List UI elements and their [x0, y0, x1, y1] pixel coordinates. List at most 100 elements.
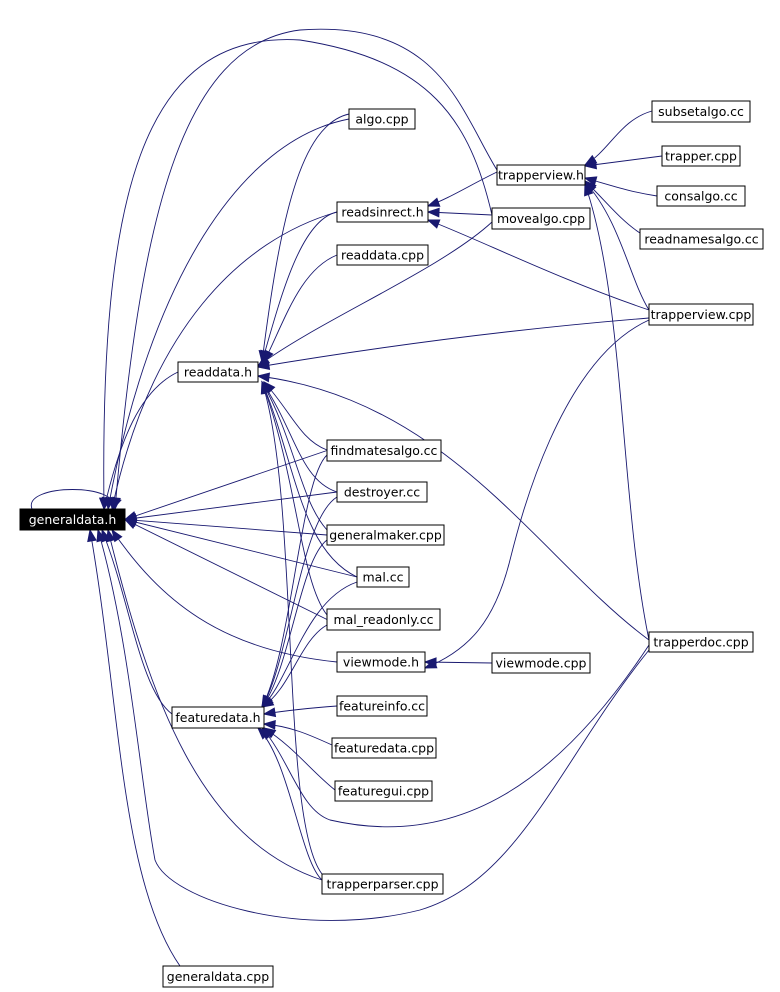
node-label: readdata.cpp — [341, 248, 424, 263]
edge-trapperdoc-cpp-to-readdata-h — [257, 375, 650, 641]
edge-readdata-cpp-to-readdata-h — [263, 254, 338, 363]
arrowhead-findmatesalgo-cc-to-featuredata-h — [261, 694, 272, 709]
node-box — [648, 303, 754, 326]
edge-trapper-cpp-to-trapperview-h — [584, 155, 663, 167]
node-box — [19, 508, 126, 531]
node-label: trapperview.h — [498, 168, 584, 183]
node-label: readsinrect.h — [341, 205, 423, 220]
node-box — [491, 207, 591, 230]
node-box — [656, 185, 746, 207]
edge-generalmaker-cpp-to-generaldata-h — [124, 519, 328, 536]
node-destroyer-cc[interactable]: destroyer.cc — [336, 481, 428, 503]
node-findmatesalgo-cc[interactable]: findmatesalgo.cc — [326, 439, 442, 462]
arrowhead-trapper-cpp-to-trapperview-h — [583, 159, 598, 170]
edge-trapperdoc-cpp-to-trapperview-h — [584, 183, 650, 641]
node-consalgo-cc[interactable]: consalgo.cc — [656, 185, 746, 207]
node-trapperparser-cpp[interactable]: trapperparser.cpp — [321, 873, 444, 895]
edge-destroyer-cc-to-readdata-h — [261, 381, 338, 493]
node-mal-readonly-cc[interactable]: mal_readonly.cc — [326, 608, 441, 631]
edge-mal-cc-to-generaldata-h — [124, 519, 358, 578]
node-box — [336, 695, 428, 717]
node-algo-cpp[interactable]: algo.cpp — [348, 108, 416, 130]
node-readdata-h[interactable]: readdata.h — [177, 361, 259, 383]
node-label: movealgo.cpp — [497, 211, 585, 226]
edge-mal-readonly-cc-to-generaldata-h — [124, 519, 328, 620]
node-label: generaldata.cpp — [167, 969, 269, 984]
node-label: subsetalgo.cc — [658, 104, 744, 119]
node-label: trapperparser.cpp — [326, 877, 438, 892]
arrowhead-readsinrect-h-to-generaldata-h — [109, 496, 120, 511]
node-generalmaker-cpp[interactable]: generalmaker.cpp — [326, 524, 445, 546]
node-featuregui-cpp[interactable]: featuregui.cpp — [334, 780, 433, 802]
edge-generalmaker-cpp-to-featuredata-h — [261, 539, 328, 708]
node-viewmode-h[interactable]: viewmode.h — [336, 651, 426, 673]
node-movealgo-cpp[interactable]: movealgo.cpp — [491, 207, 591, 230]
node-label: mal_readonly.cc — [333, 612, 433, 627]
node-mal-cc[interactable]: mal.cc — [356, 566, 410, 588]
node-box — [177, 361, 259, 383]
node-readsinrect-h[interactable]: readsinrect.h — [336, 201, 429, 223]
node-box — [348, 108, 416, 130]
node-trapperview-cpp[interactable]: trapperview.cpp — [648, 303, 754, 326]
edge-trapperview-cpp-to-readdata-h — [257, 317, 650, 368]
node-box — [661, 145, 741, 167]
arrowhead-trapperdoc-cpp-to-readdata-h — [256, 372, 271, 383]
node-box — [326, 439, 442, 462]
node-label: viewmode.cpp — [496, 656, 587, 671]
node-readdata-cpp[interactable]: readdata.cpp — [336, 244, 429, 266]
arrowhead-movealgo-cpp-to-readsinrect-h — [426, 207, 440, 218]
node-featuredata-cpp[interactable]: featuredata.cpp — [331, 737, 437, 759]
node-label: featureinfo.cc — [339, 699, 425, 714]
arrowhead-trapperview-cpp-to-readsinrect-h — [426, 219, 441, 229]
arrowhead-trapperview-cpp-to-readdata-h — [256, 360, 271, 370]
node-label: readdata.h — [184, 365, 252, 380]
node-label: generaldata.h — [29, 512, 117, 527]
node-generaldata-cpp[interactable]: generaldata.cpp — [162, 965, 274, 988]
node-label: mal.cc — [362, 570, 403, 585]
arrowhead-trapperdoc-cpp-to-featuredata-h — [261, 726, 274, 740]
edges-layer — [31, 28, 663, 967]
edge-trapperview-cpp-to-readsinrect-h — [427, 219, 650, 311]
node-label: viewmode.h — [343, 655, 419, 670]
edge-destroyer-cc-to-featuredata-h — [261, 496, 338, 708]
node-featureinfo-cc[interactable]: featureinfo.cc — [336, 695, 428, 717]
edge-generaldata-cpp-to-generaldata-h — [89, 529, 181, 967]
node-label: trapperdoc.cpp — [653, 635, 748, 650]
arrowhead-trapperdoc-cpp-to-generaldata-h — [96, 528, 106, 543]
node-trapperdoc-cpp[interactable]: trapperdoc.cpp — [648, 631, 754, 653]
node-readnamesalgo-cc[interactable]: readnamesalgo.cc — [639, 228, 764, 250]
edge-trapperview-cpp-to-trapperview-h — [584, 181, 650, 311]
node-box — [162, 965, 274, 988]
nodes-layer: generaldata.h algo.cpp readsinrect.h readda… — [19, 100, 764, 988]
edge-destroyer-cc-to-generaldata-h — [124, 491, 338, 520]
edge-algo-cpp-to-generaldata-h — [107, 118, 350, 510]
node-box — [331, 737, 437, 759]
edge-movealgo-cpp-to-readdata-h — [257, 221, 493, 367]
node-generaldata-h[interactable]: generaldata.h — [19, 508, 126, 531]
edge-trapperdoc-cpp-to-generaldata-h — [97, 529, 650, 921]
node-box — [651, 100, 751, 123]
node-box — [171, 706, 265, 729]
node-box — [336, 201, 429, 223]
node-box — [336, 651, 426, 673]
node-box — [356, 566, 410, 588]
node-label: consalgo.cc — [664, 189, 737, 204]
node-viewmode-cpp[interactable]: viewmode.cpp — [491, 652, 591, 674]
node-featuredata-h[interactable]: featuredata.h — [171, 706, 265, 729]
node-box — [648, 631, 754, 653]
node-label: featuredata.cpp — [334, 741, 434, 756]
node-label: readnamesalgo.cc — [644, 232, 758, 247]
node-trapperview-h[interactable]: trapperview.h — [496, 164, 586, 186]
edge-trapperdoc-cpp-to-featuredata-h — [261, 644, 650, 828]
edge-trapperview-h-to-generaldata-h — [114, 28, 498, 510]
edge-movealgo-cpp-to-generaldata-h — [103, 39, 493, 510]
node-label: findmatesalgo.cc — [331, 443, 438, 458]
edge-algo-cpp-to-readdata-h — [261, 113, 350, 363]
node-trapper-cpp[interactable]: trapper.cpp — [661, 145, 741, 167]
edge-featuredata-h-to-generaldata-h — [101, 529, 173, 715]
edge-trapperparser-cpp-to-generaldata-h — [107, 529, 323, 881]
node-subsetalgo-cc[interactable]: subsetalgo.cc — [651, 100, 751, 123]
edge-findmatesalgo-cc-to-featuredata-h — [261, 454, 328, 708]
arrowhead-featuredata-cpp-to-featuredata-h — [262, 719, 276, 730]
